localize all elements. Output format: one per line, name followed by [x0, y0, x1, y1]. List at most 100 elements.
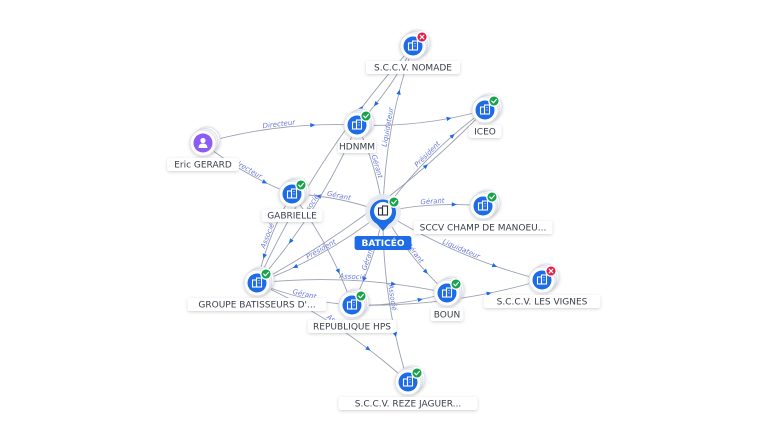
node-rep_hps[interactable]: REPUBLIQUE HPS — [307, 288, 397, 333]
check-badge-icon — [486, 191, 498, 203]
edge-arrow — [390, 281, 397, 286]
edge-arrow — [362, 276, 367, 282]
edge-arrow — [451, 202, 457, 207]
node-nomade[interactable]: S.C.C.V. NOMADE — [366, 29, 460, 74]
node-vignes[interactable]: S.C.C.V. LES VIGNES — [483, 263, 601, 308]
building-icon — [351, 119, 363, 130]
check-badge-icon — [360, 110, 372, 122]
building-icon — [346, 299, 358, 310]
edge-line — [356, 109, 486, 126]
building-icon — [286, 188, 298, 199]
cross-badge-icon — [545, 265, 557, 277]
node-gabrielle[interactable]: GABRIELLE — [261, 177, 323, 222]
edge-label: Gérant — [326, 190, 351, 203]
edge-arrow — [417, 297, 423, 303]
node-baticeo-center[interactable]: BATICÉO — [354, 194, 412, 250]
edge-arrow — [422, 164, 429, 170]
edge-label: Associé — [259, 221, 277, 250]
edge-line — [256, 279, 448, 294]
edge-line — [202, 124, 358, 144]
node-label: ICEO — [474, 128, 496, 138]
edge-label: Associé — [338, 272, 367, 281]
edge-label: Liquidateur — [441, 238, 482, 261]
edge-arrow — [262, 253, 267, 259]
node-label: GROUPE BATISSEURS D'... — [198, 301, 315, 311]
check-badge-icon — [260, 268, 272, 280]
building-icon — [407, 40, 419, 51]
node-label-bg — [338, 397, 478, 410]
edge-arrow — [392, 331, 398, 338]
node-label: REPUBLIQUE HPS — [313, 323, 391, 333]
edge-label: Gérant — [370, 154, 385, 180]
nodes-layer: S.C.C.V. NOMADE HDNMM ICEO Eric GERARD GABRI… — [167, 29, 601, 410]
check-badge-icon — [411, 367, 423, 379]
node-label: GABRIELLE — [267, 212, 317, 222]
edge-label: Associé — [386, 283, 398, 312]
node-label-bg — [167, 158, 239, 171]
node-hdnmm[interactable]: HDNMM — [338, 108, 376, 153]
building-icon — [479, 104, 491, 115]
check-badge-icon — [450, 278, 462, 290]
edge-label: Président — [305, 238, 338, 261]
edge-arrow — [373, 100, 379, 107]
check-badge-icon — [355, 290, 367, 302]
building-icon — [251, 277, 263, 288]
node-label: BOUN — [434, 311, 460, 321]
edge-arrow — [261, 179, 268, 184]
edge-hdnmm-iceo — [356, 109, 486, 126]
building-icon — [402, 376, 414, 387]
edge-arrow — [310, 123, 316, 128]
edge-arrow — [491, 263, 498, 268]
edge-label: Directeur — [262, 118, 297, 130]
edge-arrow — [288, 238, 294, 244]
building-icon — [377, 205, 389, 216]
edge-arrow — [446, 116, 452, 122]
node-label-bg — [338, 140, 376, 153]
edge-line — [291, 193, 353, 306]
node-label: S.C.C.V. LES VIGNES — [497, 298, 588, 308]
edge-arrow — [335, 268, 340, 274]
edge-gabrielle-rep_hps — [291, 193, 353, 306]
node-label-bg — [261, 209, 323, 222]
building-icon — [441, 287, 453, 298]
node-label-bg — [366, 61, 460, 74]
node-label-bg — [413, 221, 553, 234]
node-label: SCCV CHAMP DE MANOEU... — [420, 224, 547, 234]
edge-groupe-boun: Associé — [256, 272, 448, 294]
node-label-bg — [430, 308, 464, 321]
node-reze[interactable]: S.C.C.V. REZE JAGUER... — [338, 365, 478, 410]
edge-arrow — [422, 268, 428, 274]
edge-line — [382, 211, 409, 383]
edge-arrow — [486, 291, 492, 296]
node-sccv_champ[interactable]: SCCV CHAMP DE MANOEU... — [413, 189, 553, 234]
check-badge-icon — [388, 196, 400, 208]
node-eric[interactable]: Eric GERARD — [167, 126, 239, 171]
node-label: S.C.C.V. NOMADE — [374, 64, 452, 74]
cross-badge-icon — [416, 31, 428, 43]
node-label-bg — [483, 295, 601, 308]
building-icon — [536, 274, 548, 285]
edge-line — [382, 211, 543, 281]
node-label-bg — [187, 298, 327, 311]
node-label-bg — [307, 320, 397, 333]
edge-arrow — [365, 345, 371, 351]
check-badge-icon — [488, 95, 500, 107]
person-icon — [198, 137, 208, 148]
node-label: HDNMM — [339, 143, 375, 153]
edge-eric-hdnmm: Directeur — [202, 118, 358, 144]
center-label-bg — [354, 236, 412, 250]
node-label-bg — [468, 125, 502, 138]
edge-arrow — [396, 89, 401, 95]
edge-arrow — [292, 263, 299, 269]
edge-label: Gérant — [420, 197, 445, 206]
node-boun[interactable]: BOUN — [430, 276, 465, 321]
node-groupe[interactable]: GROUPE BATISSEURS D'... — [187, 266, 327, 311]
check-badge-icon — [295, 179, 307, 191]
edge-arrow — [449, 133, 455, 139]
edge-label: Liquidateur — [380, 106, 395, 148]
center-label: BATICÉO — [361, 237, 404, 249]
node-label: S.C.C.V. REZE JAGUER... — [355, 400, 462, 410]
building-icon — [477, 200, 489, 211]
node-iceo[interactable]: ICEO — [468, 93, 503, 138]
